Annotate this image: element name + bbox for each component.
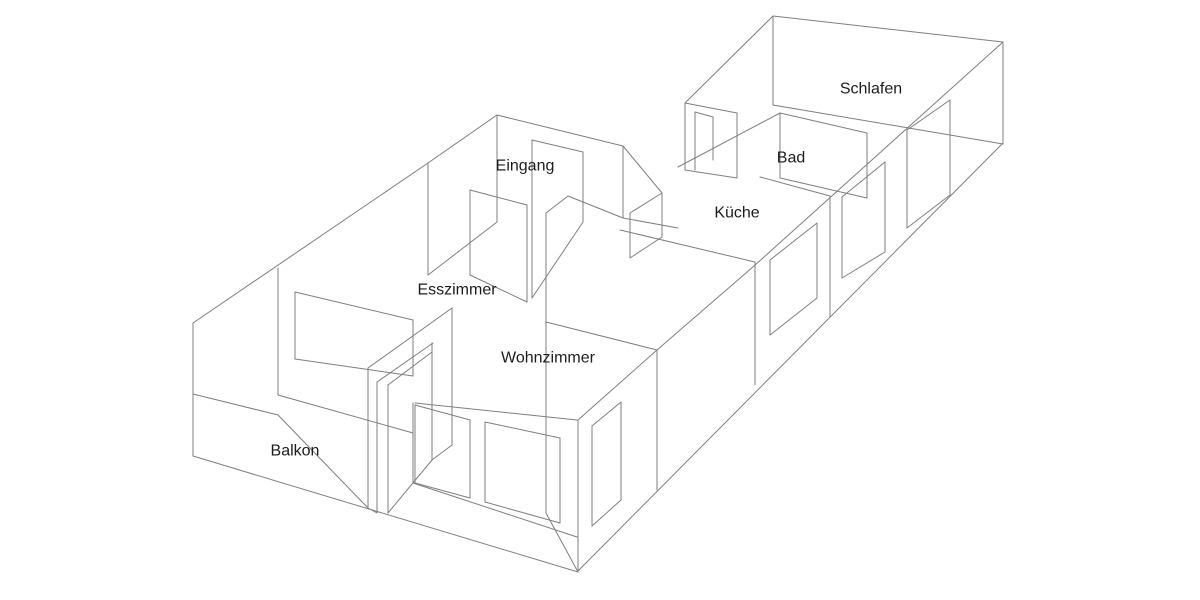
wall-edge — [841, 251, 886, 279]
wall-edge — [387, 351, 433, 386]
wall-edge — [367, 507, 378, 514]
wall-edge — [577, 349, 658, 421]
wall-edge — [677, 112, 781, 168]
wall-edge — [684, 102, 738, 114]
wall-edge — [412, 482, 578, 538]
wall-edge — [484, 421, 561, 439]
room-label-eingang: Eingang — [496, 158, 555, 175]
wall-edge — [694, 111, 714, 118]
wall-edge — [431, 444, 453, 461]
wall-edge — [591, 499, 622, 527]
wall-edge — [496, 114, 624, 147]
wall-edge — [684, 15, 774, 104]
wall-edge — [427, 221, 498, 276]
room-label-kueche: Küche — [714, 205, 759, 222]
wall-edge — [531, 139, 584, 153]
wall-edge — [192, 393, 279, 416]
wall-edge — [577, 142, 1004, 572]
wall-edge — [629, 192, 663, 214]
wall-edge — [376, 342, 434, 383]
room-label-esszimmer: Esszimmer — [417, 282, 497, 299]
wall-edge — [192, 162, 429, 324]
wall-edge — [367, 307, 453, 369]
wall-edge — [531, 221, 584, 299]
wall-edge — [414, 402, 578, 421]
wall-edge — [545, 512, 579, 573]
room-label-wohnzimmer: Wohnzimmer — [501, 350, 596, 367]
wall-edge — [772, 15, 1004, 43]
wall-edge — [684, 169, 738, 179]
room-label-balkon: Balkon — [271, 443, 320, 460]
wall-edge — [414, 482, 471, 499]
wall-edge — [591, 401, 622, 427]
wall-edge — [294, 358, 414, 377]
wall-edge — [906, 194, 951, 229]
wall-edge — [192, 455, 579, 573]
wall-edge — [277, 394, 414, 434]
wall-edge — [484, 501, 561, 524]
wall-edge — [622, 145, 663, 194]
room-label-bad: Bad — [777, 150, 805, 167]
wall-edge — [545, 321, 658, 351]
wall-edge — [759, 176, 831, 197]
wall-edge — [779, 177, 868, 199]
wall-edge — [906, 99, 951, 131]
wall-edge — [567, 195, 624, 219]
wall-edge — [414, 404, 471, 421]
wall-edge — [277, 414, 369, 509]
room-label-schlafen: Schlafen — [840, 81, 902, 98]
wall-edge — [622, 217, 679, 229]
wall-edge — [469, 189, 528, 206]
wall-edge — [769, 222, 818, 261]
wall-edge — [656, 265, 755, 351]
wall-edge — [769, 297, 818, 336]
wall-edge — [469, 274, 528, 303]
wall-edge — [545, 195, 569, 214]
wall-edge — [841, 161, 886, 198]
wall-edge — [619, 229, 756, 263]
wall-edge — [427, 114, 498, 164]
wall-edge — [779, 112, 868, 134]
wall-edge — [294, 291, 414, 321]
wall-edge — [387, 459, 433, 514]
wall-edge — [753, 41, 1004, 267]
wall-edge — [629, 236, 663, 259]
wall-edge — [772, 104, 1004, 145]
